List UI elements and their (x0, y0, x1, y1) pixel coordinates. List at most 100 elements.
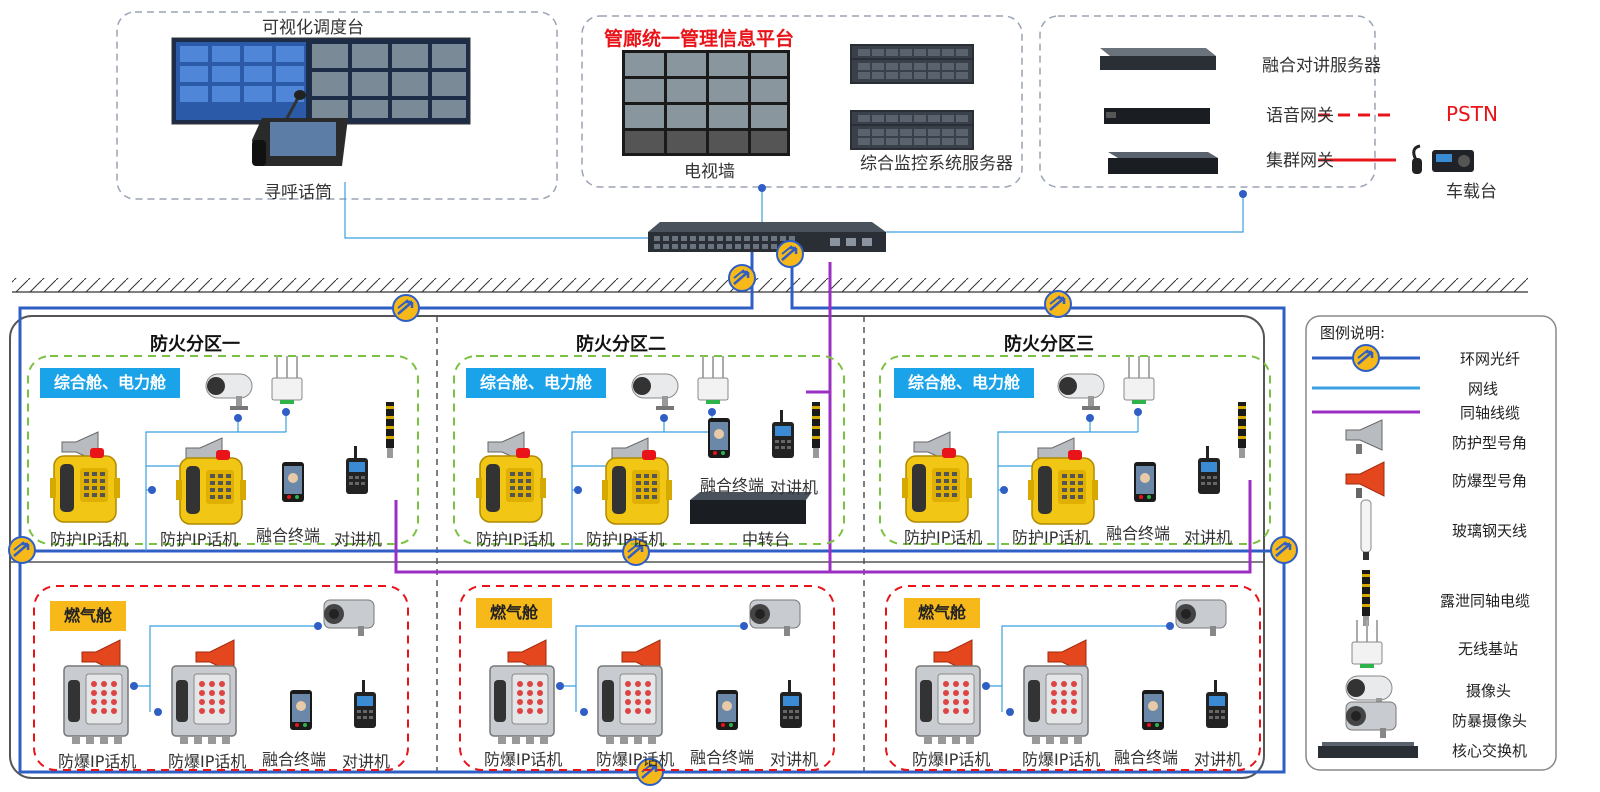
zone-2-lower-tag: 燃气舱 (476, 598, 553, 628)
fusion-terminal-icon (716, 690, 738, 730)
device-label: 防爆IP话机 (912, 750, 991, 769)
zone-1-title: 防火分区一 (150, 334, 240, 355)
cable-node (234, 414, 242, 422)
leaky-coax-icon (812, 402, 820, 458)
ground-line (12, 278, 1528, 293)
paging-microphone (252, 90, 348, 166)
walkie-talkie-icon (1206, 680, 1228, 728)
device-label: 防护IP话机 (586, 530, 665, 549)
cable-node (130, 682, 138, 690)
legend-box (1305, 315, 1557, 771)
monitor-server-2 (850, 58, 974, 84)
trunk-gateway-device (1108, 152, 1218, 174)
legend-line-ring-fiber (1312, 343, 1420, 373)
device-label: 融合终端 (690, 748, 755, 767)
device-label: 对讲机 (342, 752, 391, 771)
device-label: 对讲机 (770, 750, 819, 769)
legend-item-label: 无线基站 (1458, 640, 1519, 658)
network-cable (571, 431, 664, 498)
cable-node (148, 486, 156, 494)
dispatch-group-box (116, 11, 558, 200)
cable-node (708, 408, 716, 416)
walkie-talkie-icon (780, 680, 802, 728)
zones-layer (27, 355, 1271, 771)
zone-2-upper-tag: 综合舱、电力舱 (466, 368, 607, 398)
gateway-group-box (1039, 15, 1376, 188)
cable-node (314, 622, 322, 630)
explosion-ip-phone (915, 665, 981, 745)
cable-node (556, 682, 564, 690)
walkie-talkie-icon (772, 410, 794, 458)
device-label: 防护IP话机 (50, 530, 129, 549)
network-cable (997, 431, 1090, 498)
fusion-terminal-icon (1142, 690, 1164, 730)
zone-3-upper-tag: 综合舱、电力舱 (894, 368, 1035, 398)
legend-item-label: 防爆型号角 (1452, 472, 1528, 490)
cable-node (154, 708, 162, 716)
gas-cabin-box (885, 585, 1261, 771)
protective-ip-phone (1027, 449, 1099, 525)
network-cable (575, 625, 744, 712)
legend-item-label: 玻璃钢天线 (1452, 522, 1528, 540)
fusion-terminal-icon (282, 462, 304, 502)
legend-item-label: 同轴线缆 (1460, 404, 1521, 422)
device-label: 融合终端 (1114, 748, 1179, 767)
cable-node (1006, 708, 1014, 716)
ring-fiber-badge (1269, 535, 1299, 565)
camera-icon (205, 373, 253, 411)
cable-node (660, 414, 668, 422)
explosion-ip-phone (597, 665, 663, 745)
cable-node (758, 184, 766, 192)
cable-node (1134, 408, 1142, 416)
device-label: 防爆IP话机 (168, 752, 247, 771)
explosion-ip-phone (1023, 665, 1089, 745)
zone-3-title: 防火分区三 (1004, 334, 1094, 355)
legend-item-label: 摄像头 (1466, 682, 1512, 700)
relay-station-device (690, 500, 806, 524)
network-cable (1001, 625, 1170, 712)
mic-label: 寻呼话筒 (264, 183, 332, 203)
walkie-talkie-icon (354, 680, 376, 728)
device-label: 融合终端 (700, 476, 765, 495)
leaky-coax-icon (1238, 402, 1246, 458)
base-station-icon (1123, 355, 1155, 405)
device-label: 对讲机 (1184, 528, 1233, 547)
device-label: 对讲机 (334, 530, 383, 549)
upper-cabin-box (27, 355, 419, 545)
base-station-icon (697, 355, 729, 405)
zone-3-lower-tag: 燃气舱 (904, 598, 981, 628)
legend-item-label: 网线 (1468, 380, 1499, 398)
monitor-server-4 (850, 124, 974, 150)
tv-wall-label: 电视墙 (684, 162, 735, 182)
cable-node (1086, 414, 1094, 422)
legend-core-switch-icon (1318, 742, 1418, 758)
legend-base-station-icon (1351, 619, 1383, 669)
protective-ip-phone (901, 447, 973, 523)
network-cable (149, 625, 318, 712)
legend-item-label: 露泄同轴电缆 (1440, 592, 1531, 610)
base-station-icon (271, 355, 303, 405)
voice-gateway-device (1104, 108, 1210, 124)
upper-cabin-box (453, 355, 845, 545)
device-label: 防爆IP话机 (58, 752, 137, 771)
device-label: 防爆IP话机 (1022, 750, 1101, 769)
zone-1-lower-tag: 燃气舱 (50, 601, 127, 631)
vehicle-radio-device (1412, 144, 1474, 174)
device-label: 防爆IP话机 (484, 750, 563, 769)
legend-item-label: 核心交换机 (1452, 742, 1528, 760)
fusion-terminal-icon (708, 418, 730, 458)
cable-node (1000, 486, 1008, 494)
protective-ip-phone (601, 449, 673, 525)
device-label: 防爆IP话机 (596, 750, 675, 769)
pstn-label: PSTN (1446, 102, 1498, 126)
fusion-terminal-icon (1134, 462, 1156, 502)
cable-node (740, 622, 748, 630)
explosion-camera-icon (749, 599, 801, 637)
camera-icon (1057, 373, 1105, 411)
ring-fiber-badge (391, 293, 421, 323)
legend-antenna-icon (1360, 499, 1372, 560)
network-cable (145, 431, 238, 498)
device-label: 对讲机 (1194, 750, 1243, 769)
dispatch-console-screen (171, 37, 471, 125)
tv-wall (622, 50, 790, 156)
